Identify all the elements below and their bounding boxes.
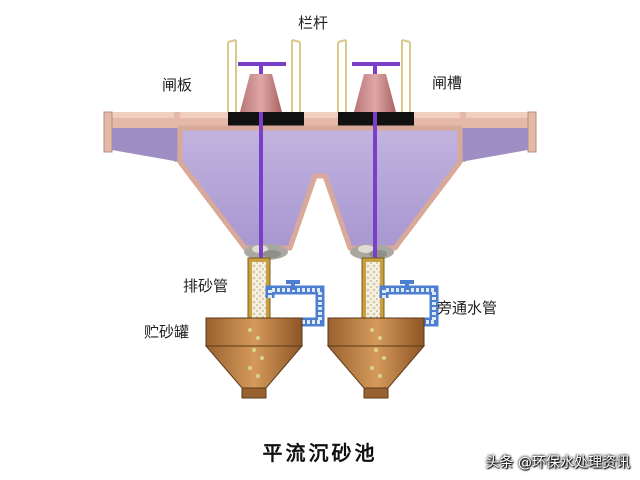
label-sand-pipe: 排砂管 [183,277,229,295]
label-railing: 栏杆 [298,14,329,32]
sand-tank-left [204,317,304,399]
gate-rod-right [373,112,377,260]
gate-rod-left [259,112,263,260]
gate-handle-left [238,62,286,74]
sand-tank-right [326,317,426,399]
bypass-pipe-left [265,280,325,327]
railing-right [337,39,411,118]
label-gate-slot: 闸槽 [432,74,463,92]
bypass-pipe-right [379,280,439,327]
diagram-title: 平流沉砂池 [262,441,378,465]
watermark: 头条 @环保水处理资讯 [485,455,630,471]
outlet-channel-right [460,128,528,162]
label-bypass-pipe: 旁通水管 [437,299,498,317]
railing-left [227,39,301,118]
hopper-sand-left [244,244,288,260]
inlet-channel-left [112,128,180,162]
gate-handle-right [352,62,400,74]
hopper-sand-right [350,244,394,260]
tank-water-body [177,125,463,251]
sand-discharge-pipe-left [247,257,271,321]
gate-cone-left [240,74,282,112]
label-gate-plate: 闸板 [162,76,193,94]
label-sand-tank: 贮砂罐 [144,323,190,341]
gate-cone-right [354,74,396,112]
